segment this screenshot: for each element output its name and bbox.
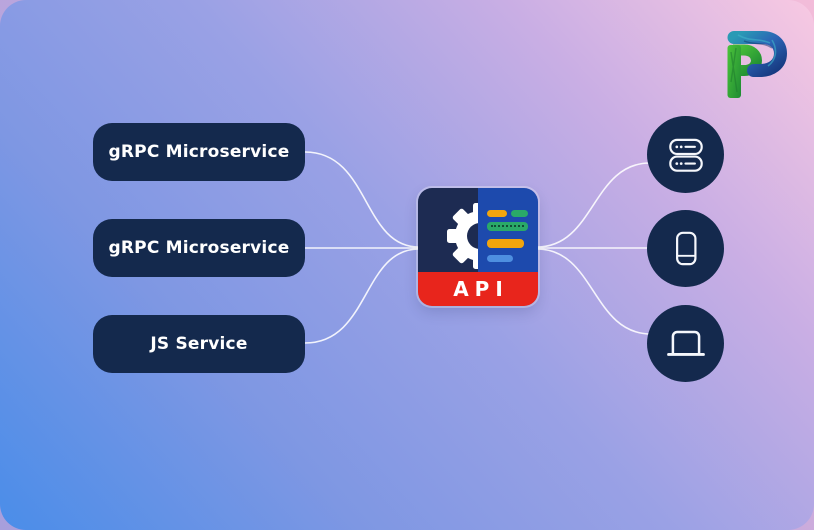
client-node-laptop — [647, 305, 724, 382]
connector-api-server — [536, 162, 652, 248]
code-line-orange-long — [487, 239, 524, 248]
code-lines — [478, 188, 538, 272]
dotted-texture — [491, 225, 524, 227]
service-node-label: JS Service — [150, 334, 248, 354]
client-node-mobile — [647, 210, 724, 287]
code-line-green-dotted — [487, 222, 528, 231]
server-icon — [668, 138, 703, 172]
client-node-server — [647, 116, 724, 193]
api-label: API — [453, 277, 509, 301]
code-line-orange-short — [487, 210, 507, 217]
gear-icon — [447, 203, 478, 269]
brand-logo — [727, 31, 788, 98]
service-node-label: gRPC Microservice — [108, 238, 290, 258]
connector-service1-api — [304, 151, 420, 248]
service-node-js: JS Service — [93, 315, 305, 373]
api-banner: API — [418, 272, 538, 306]
service-node-grpc-2: gRPC Microservice — [93, 219, 305, 277]
connector-api-laptop — [536, 248, 652, 335]
connector-service3-api — [304, 248, 420, 344]
service-node-grpc-1: gRPC Microservice — [93, 123, 305, 181]
api-icon-panels — [418, 188, 538, 272]
logo-letter-p — [727, 31, 788, 98]
code-line-blue — [487, 255, 513, 262]
code-line-green-short — [511, 210, 528, 217]
laptop-icon — [666, 330, 705, 356]
mobile-icon — [675, 231, 697, 265]
service-node-label: gRPC Microservice — [108, 142, 290, 162]
api-gateway-node: API — [418, 188, 538, 306]
